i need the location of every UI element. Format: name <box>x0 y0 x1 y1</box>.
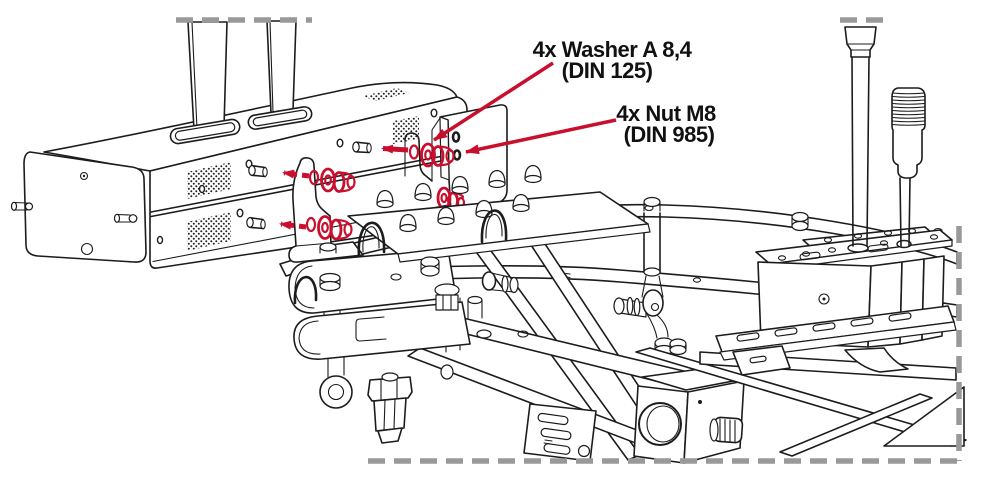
fastener-stack-3 <box>279 215 353 241</box>
shifter-assembly <box>715 26 957 376</box>
transducer-mount-plate <box>293 164 651 319</box>
callout-labels: 4x Washer A 8,4 (DIN 125) 4x Nut M8 (DIN… <box>533 37 717 147</box>
rail-bolt <box>791 211 809 232</box>
washer-arrow <box>433 61 554 142</box>
washer-label-line2: (DIN 125) <box>562 58 653 83</box>
fastener-stack-2 <box>282 167 356 193</box>
mount-bolt <box>481 271 519 294</box>
strap-slots <box>169 118 241 145</box>
fastener-stack-1 <box>381 142 455 168</box>
shifter-shaft <box>844 26 877 247</box>
vented-plate <box>523 403 597 462</box>
clevis-joint <box>613 275 674 356</box>
dome-nuts <box>376 164 542 233</box>
mounting-straps <box>187 20 297 131</box>
washer-label-line1: 4x Washer A 8,4 <box>533 37 693 62</box>
nut-arrow <box>465 118 617 155</box>
nut-label-line1: 4x Nut M8 <box>616 101 716 126</box>
mount-hardware <box>420 256 483 319</box>
nut-label-line2: (DIN 985) <box>624 122 715 147</box>
frame-post <box>643 196 661 277</box>
isolator-plates <box>288 248 471 444</box>
label-arrows <box>433 61 617 155</box>
handbrake-handle <box>891 87 926 247</box>
cutoff-marks <box>176 17 962 464</box>
end-cap <box>10 151 147 263</box>
fastener-callouts <box>279 142 455 241</box>
threaded-studs <box>246 141 372 230</box>
isolation-loops <box>293 209 508 305</box>
adjustment-knob <box>709 416 744 444</box>
lower-rails <box>635 347 967 457</box>
controller-box <box>633 338 745 464</box>
